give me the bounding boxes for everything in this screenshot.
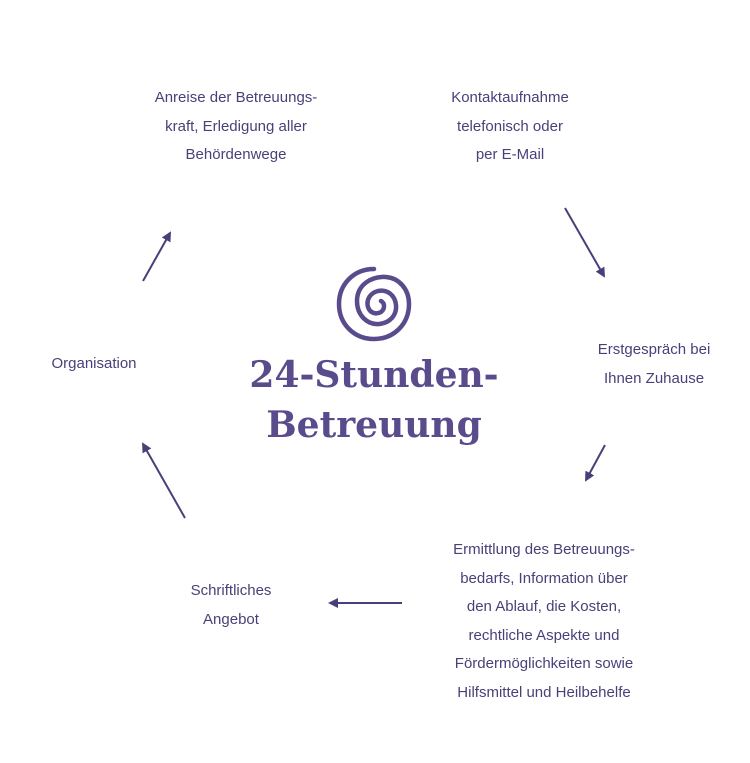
step-line: Ihnen Zuhause — [603, 369, 705, 387]
step-line: telefonisch oder — [457, 117, 563, 135]
step-line: rechtliche Aspekte und — [468, 626, 620, 644]
step-line: Anreise der Betreuungs- — [154, 89, 318, 106]
arrow-offer-to-organisation — [142, 442, 186, 519]
step-initial-consultation: Erstgespräch bei Ihnen Zuhause — [598, 336, 711, 393]
step-contact: Kontaktaufnahme telefonisch oder per E-M… — [451, 84, 569, 170]
step-line: Angebot — [203, 610, 259, 628]
center-title-line-2: Betreuung — [266, 404, 482, 446]
center-title-line-1: 24-Stunden- — [249, 354, 499, 396]
step-line: den Ablauf, die Kosten, — [466, 598, 622, 615]
step-line: Hilfsmittel und Heilbehelfe — [457, 683, 631, 701]
step-line: Fördermöglichkeiten sowie — [454, 655, 634, 672]
step-line: Organisation — [51, 355, 137, 372]
step-arrival: Anreise der Betreuungs- kraft, Erledigun… — [155, 84, 318, 170]
step-line: Kontaktaufnahme — [451, 89, 569, 106]
step-line: per E-Mail — [475, 146, 545, 163]
step-written-offer: Schriftliches Angebot — [191, 577, 272, 634]
step-line: Ermittlung des Betreuungs- — [453, 541, 635, 558]
arrow-organisation-to-arrival — [142, 231, 171, 282]
step-needs-assessment: Ermittlung des Betreuungs- bedarfs, Info… — [453, 536, 635, 707]
arrow-contact-to-consultation — [564, 207, 605, 278]
arrow-consultation-to-assessment — [585, 444, 606, 482]
center-title: 24-Stunden- Betreuung — [249, 350, 498, 450]
step-organisation: Organisation — [51, 350, 136, 379]
step-line: kraft, Erledigung aller — [165, 117, 307, 135]
step-line: bedarfs, Information über — [460, 569, 628, 587]
spiral-logo-icon — [336, 266, 412, 342]
step-line: Schriftliches — [190, 582, 272, 599]
step-line: Erstgespräch bei — [597, 341, 711, 358]
step-line: Behördenwege — [185, 146, 287, 163]
